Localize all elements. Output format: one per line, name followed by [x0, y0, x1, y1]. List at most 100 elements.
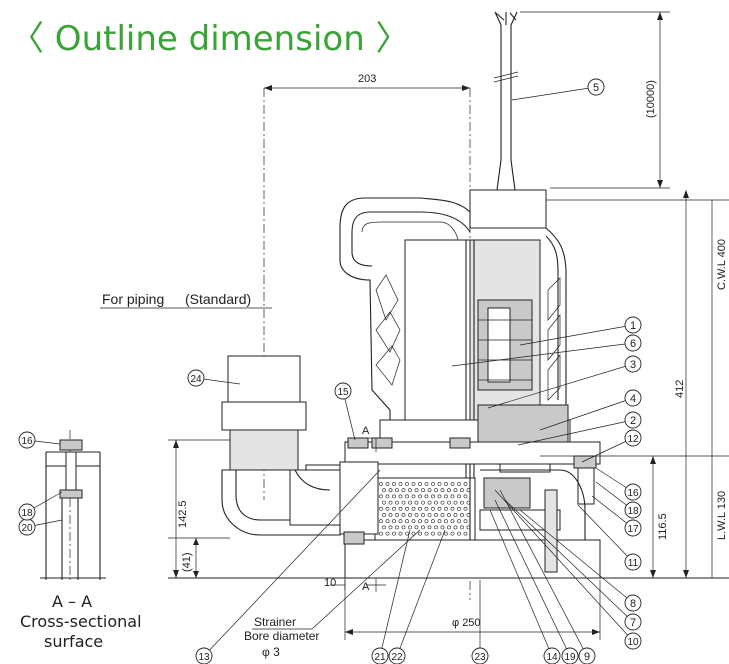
callout-circle-3 — [624, 355, 642, 373]
strainer-hole — [385, 506, 390, 511]
callout-number-23: 23 — [474, 652, 486, 663]
strainer-hole — [408, 525, 412, 530]
callout-leader — [489, 509, 553, 657]
strainer-hole — [418, 506, 422, 511]
strainer-hole — [440, 500, 445, 505]
strainer-hole — [450, 531, 455, 536]
strainer-hole — [437, 519, 442, 524]
power-cable — [493, 11, 519, 191]
dim-203: 203 — [264, 73, 470, 91]
strainer-hole — [401, 488, 406, 493]
strainer-hole — [434, 525, 438, 530]
strainer-note: Strainer Bore diameter φ 3 — [244, 529, 421, 659]
strainer-hole — [437, 531, 442, 536]
bore-value-label: φ 3 — [262, 645, 280, 659]
strainer-hole — [398, 506, 403, 511]
strainer-hole — [385, 482, 390, 486]
strainer-hole — [447, 525, 451, 530]
strainer-hole — [411, 482, 416, 486]
strainer-hole — [382, 525, 386, 530]
strainer-hole — [450, 494, 455, 499]
svg-text:A: A — [362, 425, 370, 437]
handle-ribs — [375, 274, 561, 401]
strainer-hole — [431, 519, 435, 524]
dim-250-label: φ 250 — [452, 617, 481, 629]
callout-leader — [494, 489, 634, 642]
dim-10000-label: (10000) — [645, 80, 657, 118]
strainer-hole — [411, 494, 416, 499]
callout-number-19: 19 — [564, 652, 576, 663]
strainer-hole — [408, 513, 412, 517]
strainer-hole — [427, 513, 432, 517]
strainer-hole — [463, 482, 468, 486]
callout-leader — [591, 495, 634, 529]
strainer-hole — [444, 531, 448, 536]
strainer-hole — [463, 519, 468, 524]
lwl-130-label: L.W.L 130 — [716, 491, 728, 540]
callout-circle-2 — [624, 411, 642, 429]
strainer-hole — [424, 506, 429, 511]
callout-circle-15 — [334, 382, 352, 400]
callout-circle-1 — [624, 316, 642, 334]
strainer-hole — [447, 500, 451, 505]
callout-number-3: 3 — [630, 359, 636, 371]
strainer-hole — [398, 531, 403, 536]
callout-leader — [451, 342, 634, 367]
cross-sectional-label: Cross-sectional — [20, 612, 142, 631]
strainer-hole — [453, 500, 458, 505]
dim-412: 412 — [674, 190, 689, 578]
strainer-hole — [418, 494, 422, 499]
strainer-hole — [437, 482, 442, 486]
strainer-hole — [411, 506, 416, 511]
callout-number-6: 6 — [630, 338, 636, 350]
casing-bolt — [544, 489, 558, 573]
strainer-hole — [401, 525, 406, 530]
strainer-hole — [453, 525, 458, 530]
motor-frame-left — [404, 239, 471, 421]
section-aa-title: A – A — [52, 592, 92, 611]
callout-circle-13 — [195, 647, 213, 664]
callout-circle-9 — [578, 647, 596, 664]
callout-leader — [577, 504, 634, 563]
callout-circle-18 — [18, 503, 36, 521]
strainer-hole — [463, 531, 468, 536]
strainer-hole — [385, 519, 390, 524]
callout-number-21: 21 — [374, 652, 386, 663]
pump-casing-top — [344, 441, 601, 465]
strainer-hole — [379, 519, 383, 524]
strainer-hole — [398, 519, 403, 524]
strainer-hole — [388, 525, 393, 530]
callout-circle-7 — [624, 613, 642, 631]
strainer-hole — [440, 488, 445, 493]
callout-number-4: 4 — [630, 393, 636, 405]
callout-leader — [581, 437, 634, 463]
strainer-hole — [385, 494, 390, 499]
section-mark-a-top: A — [362, 425, 386, 452]
callout-leader — [379, 529, 411, 657]
strainer-hole — [395, 525, 399, 530]
callout-circle-16 — [624, 483, 642, 501]
strainer-hole — [379, 506, 383, 511]
strainer-hole — [382, 500, 386, 505]
callout-number-22: 22 — [391, 652, 403, 663]
strainer-hole — [421, 525, 425, 530]
strainer-hole — [424, 531, 429, 536]
standard-label: (Standard) — [185, 291, 251, 307]
strainer-hole — [431, 482, 435, 486]
strainer-hole — [450, 506, 455, 511]
strainer-hole — [450, 519, 455, 524]
strainer-hole — [457, 482, 461, 486]
strainer-hole — [382, 488, 386, 493]
dim-142-5-label: 142.5 — [177, 500, 189, 528]
cwl-400-label: C.W.L 400 — [716, 239, 728, 290]
strainer-hole — [418, 482, 422, 486]
strainer-hole — [444, 494, 448, 499]
strainer-hole — [379, 531, 383, 536]
callout-circle-11 — [624, 553, 642, 571]
strainer-hole — [414, 525, 419, 530]
callout-leader — [203, 469, 381, 657]
callout-leader — [519, 324, 634, 346]
strainer-hole — [424, 519, 429, 524]
callout-number-16: 16 — [627, 488, 639, 499]
